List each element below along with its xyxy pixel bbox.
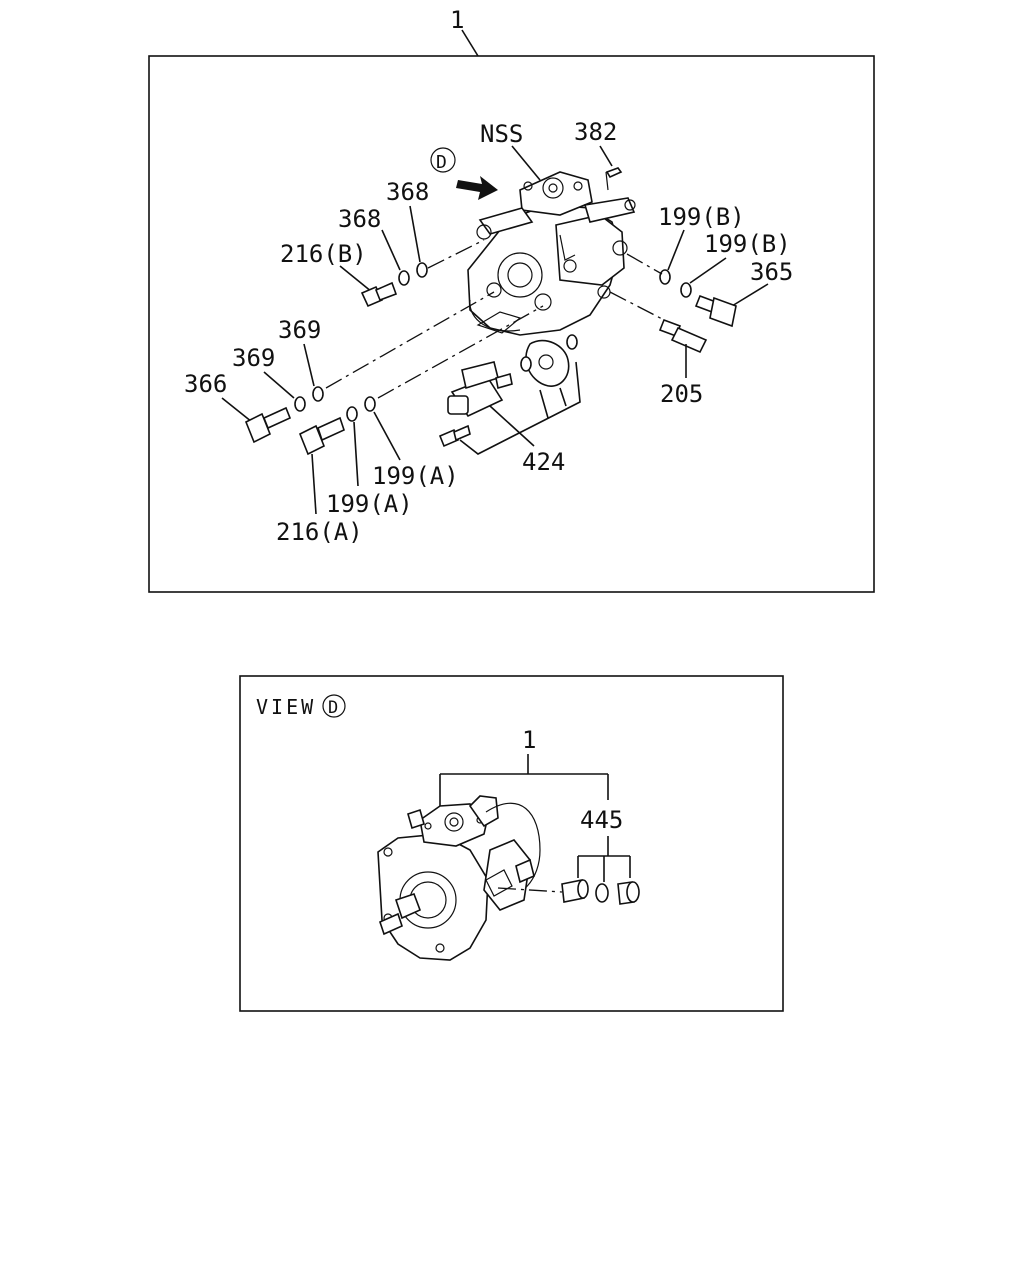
part-369-washer-b: [312, 386, 324, 402]
view-d-title-marker-letter: D: [328, 698, 338, 718]
view-d-assembly-label: 1: [522, 726, 536, 754]
leader-368-upper: [409, 205, 421, 263]
leader-199b-upper: [667, 229, 685, 271]
part-424-screw: [438, 424, 471, 448]
assembly-leader: [461, 29, 479, 57]
main-view-frame: [148, 55, 875, 593]
part-205-sensor: [658, 318, 708, 354]
leader-366: [221, 397, 253, 423]
leader-nss: [511, 145, 541, 181]
centerline-205: [609, 291, 669, 323]
label-199a-lower: 199(A): [326, 490, 413, 518]
label-369-upper: 369: [278, 316, 321, 344]
view-d-assembly-bracket: [439, 754, 609, 812]
leader-368-lower: [381, 229, 401, 271]
label-216b: 216(B): [280, 240, 367, 268]
part-216b-bolt: [360, 281, 398, 308]
part-424-oring-b: [566, 334, 578, 350]
label-424: 424: [522, 448, 565, 476]
centerline-199b: [626, 253, 663, 275]
part-424-oring-a: [520, 356, 532, 372]
leader-424: [489, 405, 535, 447]
view-d-marker: D: [430, 147, 456, 173]
part-382-pin: [605, 167, 623, 179]
leader-199b-lower: [689, 257, 727, 284]
part-424-valve: [447, 361, 513, 418]
part-199a-washer-a: [346, 406, 358, 422]
view-d-445-bracket: [577, 836, 631, 882]
leader-369-lower: [263, 371, 295, 399]
label-369-lower: 369: [232, 344, 275, 372]
view-d-centerline: [497, 887, 563, 893]
view-d-title: VIEW: [256, 695, 316, 719]
part-366-bolt: [244, 406, 292, 444]
leader-199a-upper: [373, 411, 401, 461]
main-view: 1 D: [148, 6, 875, 593]
part-369-washer-a: [294, 396, 306, 412]
view-d-frame: [239, 675, 784, 1012]
label-365: 365: [750, 258, 793, 286]
centerline-369: [325, 291, 495, 389]
centerline-368: [427, 239, 485, 269]
label-nss: NSS: [480, 120, 523, 148]
leader-199a-lower: [353, 421, 359, 487]
view-d-marker-letter: D: [436, 152, 447, 173]
part-445-washer: [595, 883, 609, 903]
label-199a-upper: 199(A): [372, 462, 459, 490]
part-368-washer-b: [416, 262, 428, 278]
label-368-upper: 368: [386, 178, 429, 206]
part-445-screw: [561, 879, 589, 903]
part-365-bolt: [694, 294, 737, 328]
label-368-lower: 368: [338, 205, 381, 233]
label-366: 366: [184, 370, 227, 398]
label-199b-lower: 199(B): [704, 230, 791, 258]
part-199b-washer-a: [659, 269, 671, 285]
assembly-label: 1: [450, 6, 464, 34]
label-445: 445: [580, 806, 623, 834]
view-d-panel: VIEW D 1: [239, 675, 784, 1012]
label-216a: 216(A): [276, 518, 363, 546]
bracket-424: [459, 361, 581, 455]
part-424-gasket: [525, 339, 570, 387]
part-199b-washer-b: [680, 282, 692, 298]
label-382: 382: [574, 118, 617, 146]
leader-382: [599, 145, 613, 167]
leader-216b: [339, 265, 373, 293]
fuel-pump-body: [467, 171, 636, 336]
view-direction-arrow: [456, 176, 498, 200]
centerline-199a: [377, 305, 544, 399]
label-205: 205: [660, 380, 703, 408]
view-d-pump-body: [377, 795, 541, 961]
part-216a-bolt: [298, 416, 345, 456]
part-368-washer-a: [398, 270, 410, 286]
leader-216a: [311, 453, 317, 515]
leader-369-upper: [303, 343, 315, 387]
part-199a-washer-b: [364, 396, 376, 412]
part-445-plug: [617, 881, 640, 905]
view-d-title-marker: D: [322, 694, 346, 718]
leader-365: [731, 283, 769, 307]
label-199b-upper: 199(B): [658, 203, 745, 231]
